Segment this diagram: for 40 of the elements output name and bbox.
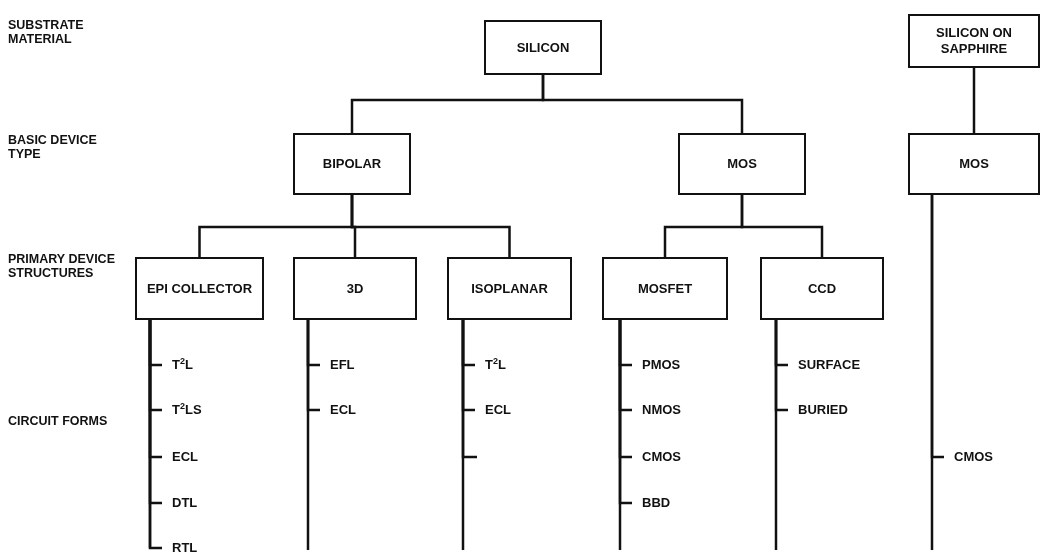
- circuit-form-text: ECL: [322, 401, 356, 419]
- circuit-form-text: BURIED: [790, 401, 848, 419]
- structure-box: 3D: [293, 257, 417, 320]
- structure-box: EPI COLLECTOR: [135, 257, 264, 320]
- level-label: BASIC DEVICE TYPE: [8, 133, 98, 161]
- structure-box: SILICON ON SAPPHIRE: [908, 14, 1040, 68]
- level-label: CIRCUIT FORMS: [8, 414, 109, 428]
- connector-line: [541, 75, 744, 133]
- circuit-form-text: T$^{2}$L: [477, 356, 506, 374]
- connector-line: [350, 195, 511, 257]
- connector-line: [306, 320, 320, 412]
- structure-box: MOSFET: [602, 257, 728, 320]
- circuit-form-text: BBD: [634, 494, 671, 512]
- circuit-form-text: CMOS: [634, 448, 681, 466]
- circuit-form-text: PMOS: [634, 356, 681, 374]
- connector-line: [930, 195, 944, 459]
- connector-line: [148, 320, 162, 550]
- structure-box: MOS: [678, 133, 806, 195]
- level-label: SUBSTRATE MATERIAL: [8, 18, 85, 46]
- circuit-form-text: CMOS: [946, 448, 993, 466]
- structure-box: ISOPLANAR: [447, 257, 572, 320]
- circuit-form-text: T$^{2}$LS: [164, 401, 202, 419]
- circuit-form-text: EFL: [322, 356, 355, 374]
- circuit-form-text: NMOS: [634, 401, 681, 419]
- structure-box: BIPOLAR: [293, 133, 411, 195]
- structure-box: SILICON: [484, 20, 602, 75]
- circuit-form-text: ECL: [164, 448, 198, 466]
- connector-line: [618, 320, 632, 505]
- circuit-form-text: T$^{2}$L: [164, 356, 193, 374]
- structure-box: MOS: [908, 133, 1040, 195]
- circuit-form-text: DTL: [164, 494, 198, 512]
- connector-line: [774, 320, 788, 412]
- structure-box: CCD: [760, 257, 884, 320]
- circuit-form-text: RTL: [164, 539, 198, 557]
- connector-line: [972, 68, 976, 133]
- connector-line: [740, 195, 824, 257]
- circuit-form-text: SURFACE: [790, 356, 861, 374]
- tick-line: [461, 320, 477, 459]
- level-label: PRIMARY DEVICE STRUCTURES: [8, 252, 116, 280]
- circuit-form-text: ECL: [477, 401, 511, 419]
